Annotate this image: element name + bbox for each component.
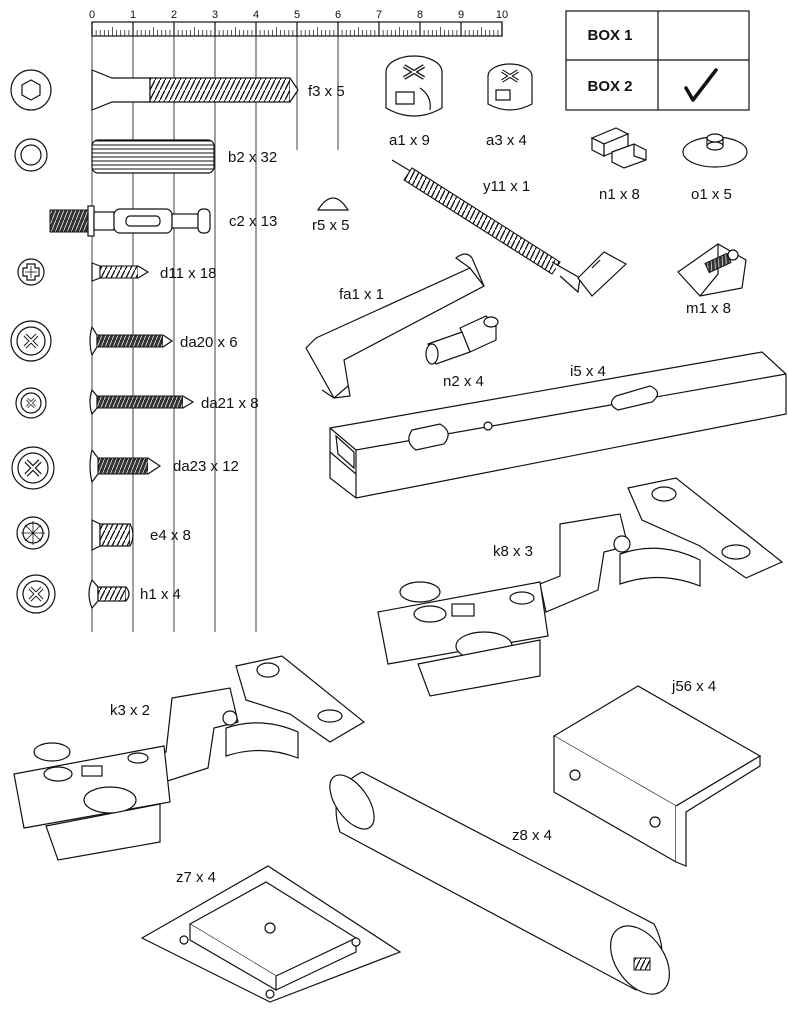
part-a1-cam-lock bbox=[385, 55, 443, 117]
part-c2-cam-bolt bbox=[49, 205, 211, 237]
part-da20-screw bbox=[89, 325, 174, 357]
ruler-tick-label: 1 bbox=[130, 9, 136, 21]
label-da21: da21 x 8 bbox=[201, 395, 259, 412]
ruler-tick-label: 8 bbox=[417, 9, 423, 21]
label-da20: da20 x 6 bbox=[180, 334, 238, 351]
label-n2: n2 x 4 bbox=[443, 373, 484, 390]
part-i5-drawer-rail bbox=[329, 351, 787, 499]
label-d11: d11 x 18 bbox=[160, 265, 216, 282]
part-k3-hinge bbox=[13, 655, 366, 861]
knurled-ring-icon bbox=[14, 138, 48, 172]
ruler-tick-label: 0 bbox=[89, 9, 95, 21]
box-2-label: BOX 2 bbox=[587, 78, 632, 95]
ruler-tick-label: 3 bbox=[212, 9, 218, 21]
label-a1: a1 x 9 bbox=[389, 132, 430, 149]
part-z8-furniture-leg bbox=[329, 771, 670, 995]
check-mark-icon bbox=[684, 68, 718, 102]
part-fa1-hex-key bbox=[305, 253, 485, 399]
star-cam-head-icon bbox=[16, 516, 50, 550]
ruler-tick-label: 4 bbox=[253, 9, 259, 21]
pozidriv-head-icon bbox=[10, 320, 52, 362]
label-i5: i5 x 4 bbox=[570, 363, 606, 380]
label-y11: y11 x 1 bbox=[483, 178, 530, 195]
label-fa1: fa1 x 1 bbox=[339, 286, 384, 303]
part-r5-bumper bbox=[316, 197, 350, 211]
label-e4: e4 x 8 bbox=[150, 527, 191, 544]
ruler-tick-label: 7 bbox=[376, 9, 382, 21]
ruler-tick-label: 9 bbox=[458, 9, 464, 21]
part-da21-screw bbox=[89, 388, 195, 416]
label-r5: r5 x 5 bbox=[312, 217, 350, 234]
part-da23-screw bbox=[89, 448, 162, 484]
part-y11-hook-screw bbox=[391, 159, 628, 297]
part-a3-cam-lock bbox=[487, 63, 533, 111]
ruler-tick-label: 6 bbox=[335, 9, 341, 21]
pozidriv-head-icon bbox=[11, 446, 55, 490]
label-b2: b2 x 32 bbox=[228, 149, 277, 166]
label-n1: n1 x 8 bbox=[599, 186, 640, 203]
ruler-tick-label: 5 bbox=[294, 9, 300, 21]
box-1-label: BOX 1 bbox=[587, 27, 632, 44]
label-k8: k8 x 3 bbox=[493, 543, 533, 560]
label-da23: da23 x 12 bbox=[173, 458, 239, 475]
label-z8: z8 x 4 bbox=[512, 827, 552, 844]
pozidriv-head-icon bbox=[16, 574, 56, 614]
label-j56: j56 x 4 bbox=[671, 678, 716, 695]
ruler-tick-label: 2 bbox=[171, 9, 177, 21]
label-m1: m1 x 8 bbox=[686, 300, 731, 317]
label-o1: o1 x 5 bbox=[691, 186, 732, 203]
part-k8-hinge bbox=[377, 477, 784, 697]
part-e4-insert bbox=[91, 519, 134, 551]
part-h1-screw bbox=[88, 578, 130, 610]
label-f3: f3 x 5 bbox=[308, 83, 345, 100]
part-j56-angle-bracket bbox=[552, 685, 762, 867]
part-n1-shelf-pin bbox=[590, 127, 647, 169]
ruler-tick-label: 10 bbox=[496, 9, 508, 21]
part-f3-bolt bbox=[91, 69, 299, 111]
part-b2-dowel bbox=[91, 139, 215, 174]
part-d11-screw bbox=[91, 262, 150, 282]
part-m1-corner-bracket bbox=[677, 243, 747, 297]
measurement-ruler: 0 1 2 3 4 5 6 7 8 9 10 bbox=[89, 9, 508, 37]
part-n2-pin bbox=[425, 315, 499, 365]
part-o1-disc bbox=[682, 133, 748, 168]
label-a3: a3 x 4 bbox=[486, 132, 527, 149]
part-z7-mounting-plate bbox=[140, 865, 402, 1003]
label-h1: h1 x 4 bbox=[140, 586, 181, 603]
label-z7: z7 x 4 bbox=[176, 869, 216, 886]
label-k3: k3 x 2 bbox=[110, 702, 150, 719]
hex-socket-icon bbox=[10, 69, 52, 111]
phillips-head-icon bbox=[17, 258, 45, 286]
label-c2: c2 x 13 bbox=[229, 213, 277, 230]
pozidriv-head-icon bbox=[15, 387, 47, 419]
box-table: BOX 1 BOX 2 bbox=[565, 10, 750, 111]
